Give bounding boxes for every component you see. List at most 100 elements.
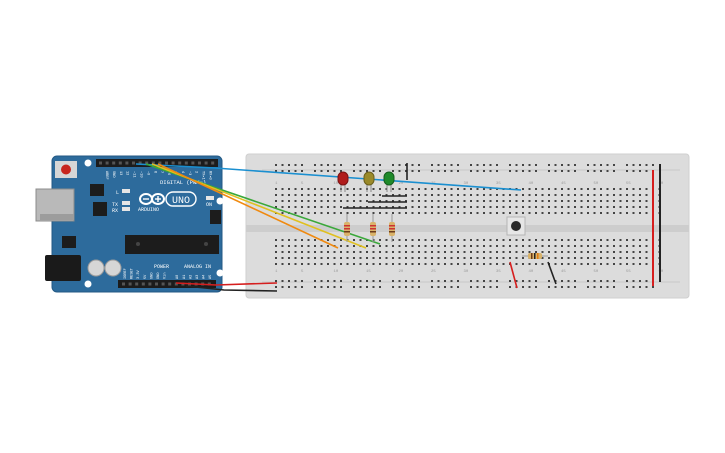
- breadboard-hole[interactable]: [424, 200, 427, 202]
- header-pin[interactable]: [158, 161, 162, 165]
- breadboard-hole[interactable]: [463, 200, 466, 202]
- breadboard-hole[interactable]: [463, 257, 466, 259]
- header-pin[interactable]: [155, 282, 158, 286]
- breadboard-hole[interactable]: [392, 206, 394, 208]
- breadboard-hole[interactable]: [613, 245, 615, 247]
- breadboard-hole[interactable]: [489, 164, 492, 166]
- breadboard-hole[interactable]: [561, 239, 563, 241]
- breadboard-hole[interactable]: [405, 212, 407, 214]
- breadboard-hole[interactable]: [606, 194, 609, 196]
- breadboard-hole[interactable]: [593, 286, 596, 288]
- breadboard-hole[interactable]: [645, 280, 648, 282]
- breadboard-hole[interactable]: [411, 239, 414, 241]
- breadboard-hole[interactable]: [366, 206, 368, 208]
- breadboard-hole[interactable]: [606, 200, 609, 202]
- breadboard-hole[interactable]: [379, 251, 381, 253]
- breadboard-hole[interactable]: [626, 245, 628, 247]
- breadboard-hole[interactable]: [333, 194, 336, 196]
- breadboard-hole[interactable]: [398, 257, 401, 259]
- breadboard-hole[interactable]: [327, 200, 329, 202]
- breadboard-hole[interactable]: [411, 280, 414, 282]
- breadboard-hole[interactable]: [379, 194, 381, 196]
- breadboard-hole[interactable]: [307, 257, 310, 259]
- breadboard-hole[interactable]: [502, 206, 505, 208]
- header-pin[interactable]: [168, 282, 172, 286]
- breadboard-hole[interactable]: [398, 194, 401, 196]
- breadboard-hole[interactable]: [476, 194, 479, 196]
- breadboard-hole[interactable]: [431, 257, 433, 259]
- breadboard-hole[interactable]: [431, 206, 433, 208]
- breadboard-hole[interactable]: [405, 257, 407, 259]
- breadboard-hole[interactable]: [600, 194, 602, 196]
- breadboard-hole[interactable]: [327, 194, 329, 196]
- breadboard-hole[interactable]: [366, 194, 368, 196]
- breadboard-hole[interactable]: [314, 194, 316, 196]
- breadboard-hole[interactable]: [600, 286, 602, 288]
- breadboard-hole[interactable]: [281, 245, 284, 247]
- breadboard-hole[interactable]: [327, 257, 329, 259]
- breadboard-hole[interactable]: [444, 170, 446, 172]
- breadboard-hole[interactable]: [320, 251, 323, 253]
- breadboard-hole[interactable]: [509, 212, 511, 214]
- breadboard-hole[interactable]: [307, 206, 310, 208]
- breadboard-hole[interactable]: [418, 239, 420, 241]
- breadboard-hole[interactable]: [353, 170, 355, 172]
- breadboard-hole[interactable]: [483, 251, 485, 253]
- breadboard-hole[interactable]: [294, 245, 297, 247]
- breadboard-hole[interactable]: [470, 206, 472, 208]
- breadboard-hole[interactable]: [574, 194, 576, 196]
- breadboard-hole[interactable]: [385, 251, 388, 253]
- breadboard-hole[interactable]: [587, 206, 589, 208]
- breadboard-hole[interactable]: [450, 188, 453, 190]
- breadboard-hole[interactable]: [372, 164, 375, 166]
- wire-red-button[interactable]: [509, 261, 518, 289]
- breadboard-hole[interactable]: [613, 263, 615, 265]
- breadboard-hole[interactable]: [281, 286, 284, 288]
- breadboard-hole[interactable]: [346, 245, 349, 247]
- breadboard-hole[interactable]: [606, 239, 609, 241]
- breadboard-hole[interactable]: [288, 188, 290, 190]
- breadboard-hole[interactable]: [450, 212, 453, 214]
- breadboard-hole[interactable]: [359, 200, 362, 202]
- breadboard-hole[interactable]: [372, 257, 375, 259]
- breadboard-hole[interactable]: [444, 212, 446, 214]
- breadboard-hole[interactable]: [424, 257, 427, 259]
- breadboard-hole[interactable]: [535, 200, 537, 202]
- breadboard-hole[interactable]: [281, 212, 284, 214]
- breadboard-hole[interactable]: [418, 194, 420, 196]
- breadboard-hole[interactable]: [346, 212, 349, 214]
- header-pin[interactable]: [184, 161, 188, 165]
- breadboard-hole[interactable]: [294, 280, 297, 282]
- breadboard-hole[interactable]: [567, 194, 570, 196]
- breadboard-hole[interactable]: [307, 194, 310, 196]
- breadboard-hole[interactable]: [385, 245, 388, 247]
- breadboard-hole[interactable]: [314, 263, 316, 265]
- breadboard-hole[interactable]: [457, 251, 459, 253]
- breadboard-hole[interactable]: [359, 257, 362, 259]
- breadboard-hole[interactable]: [359, 212, 362, 214]
- breadboard-hole[interactable]: [359, 280, 362, 282]
- breadboard-hole[interactable]: [489, 206, 492, 208]
- breadboard-hole[interactable]: [626, 251, 628, 253]
- breadboard-hole[interactable]: [359, 188, 362, 190]
- breadboard-hole[interactable]: [379, 263, 381, 265]
- breadboard-hole[interactable]: [541, 194, 544, 196]
- breadboard-hole[interactable]: [431, 251, 433, 253]
- breadboard-hole[interactable]: [457, 280, 459, 282]
- breadboard-hole[interactable]: [476, 280, 479, 282]
- breadboard-hole[interactable]: [535, 280, 537, 282]
- breadboard-hole[interactable]: [509, 200, 511, 202]
- breadboard-hole[interactable]: [613, 212, 615, 214]
- breadboard-hole[interactable]: [541, 257, 544, 259]
- breadboard-hole[interactable]: [333, 164, 336, 166]
- breadboard-hole[interactable]: [301, 164, 303, 166]
- breadboard-hole[interactable]: [359, 251, 362, 253]
- breadboard-hole[interactable]: [613, 239, 615, 241]
- breadboard-hole[interactable]: [567, 263, 570, 265]
- breadboard-hole[interactable]: [567, 200, 570, 202]
- breadboard-hole[interactable]: [385, 206, 388, 208]
- breadboard-hole[interactable]: [411, 164, 414, 166]
- breadboard-hole[interactable]: [535, 170, 537, 172]
- breadboard-hole[interactable]: [418, 280, 420, 282]
